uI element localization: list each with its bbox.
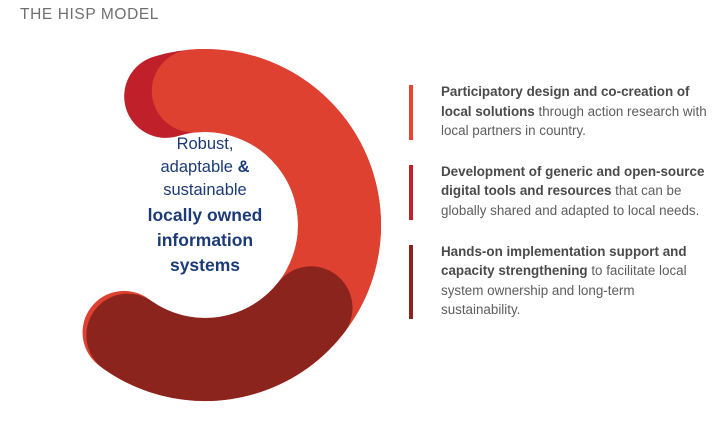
pillar-heading-text: Participatory design and co-creation of … — [441, 84, 690, 119]
pillar-text: Development of generic and open-source d… — [441, 162, 709, 221]
donut-segments — [82, 49, 381, 401]
pillar-heading-text: Development of generic and open-source d… — [441, 163, 705, 199]
hisp-model-donut-chart: Robust, adaptable & sustainable locally … — [0, 28, 410, 421]
pillar-accent-bar — [409, 164, 413, 220]
pillar-accent-bar — [409, 85, 413, 140]
pillar-body-text: to facilitate local system ownership and… — [441, 263, 687, 318]
pillar-text: Hands-on implementation support and capa… — [441, 242, 709, 320]
pillar-list: Participatory design and co-creation of … — [409, 82, 709, 320]
pillar-body-text: through action research with local partn… — [441, 103, 707, 139]
pillar-item-open-source-tools: Development of generic and open-source d… — [409, 162, 709, 221]
pillar-accent-bar — [409, 244, 413, 319]
pillar-text: Participatory design and co-creation of … — [441, 82, 709, 141]
pillar-body-text: that can be globally shared and adapted … — [441, 183, 700, 218]
donut-svg — [82, 49, 381, 401]
donut-segment-implementation-support — [86, 266, 353, 401]
pillar-heading-text: Hands-on implementation support and capa… — [441, 243, 687, 279]
pillar-item-participatory-design: Participatory design and co-creation of … — [409, 82, 709, 141]
page-title: THE HISP MODEL — [20, 6, 160, 23]
pillar-item-implementation-support: Hands-on implementation support and capa… — [409, 242, 709, 320]
